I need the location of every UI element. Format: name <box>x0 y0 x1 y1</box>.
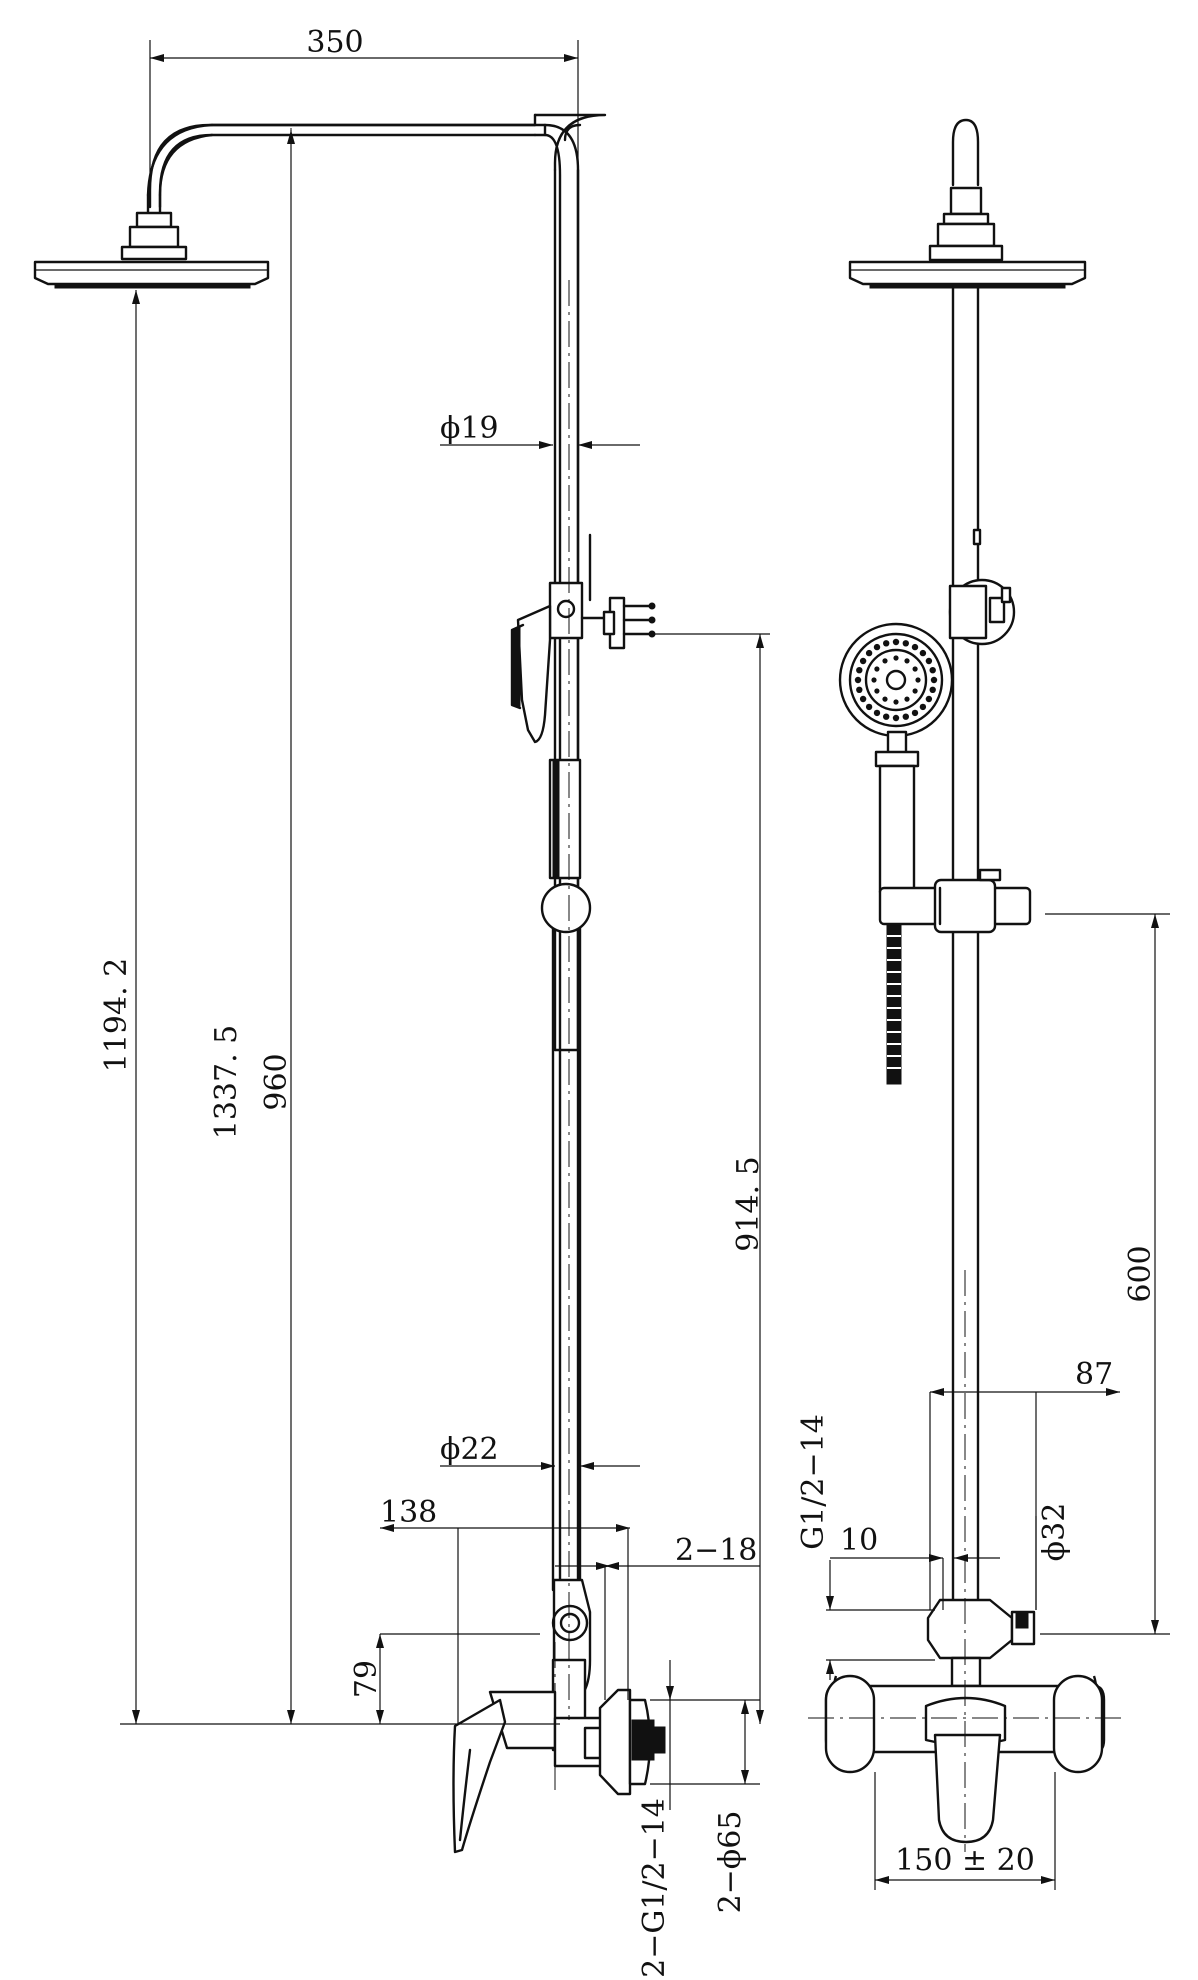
dimension-lines <box>120 40 1170 1890</box>
nozzle-dot <box>902 713 909 720</box>
nozzle-dot <box>893 699 899 705</box>
nozzle-dot <box>929 667 936 674</box>
front-view <box>808 118 1126 1852</box>
valve-side <box>452 1578 666 1854</box>
nozzle-dot <box>915 677 921 683</box>
nozzle-dot <box>865 649 873 657</box>
nozzle-dot <box>911 643 919 651</box>
slider-front <box>878 868 1032 934</box>
nozzle-dot <box>873 709 881 717</box>
dim-2-18: 2−18 <box>675 1533 757 1568</box>
mixer-front <box>824 1674 1106 1844</box>
nozzle-dot <box>904 696 910 702</box>
overhead-arm <box>148 113 607 209</box>
dim-2-phi65: 2−ϕ65 <box>713 1811 748 1914</box>
hand-shower-front <box>838 622 954 1085</box>
rain-head-front <box>848 118 1087 289</box>
rain-head-side <box>33 193 270 289</box>
nozzle-dot <box>893 655 899 661</box>
dim-87: 87 <box>1075 1357 1113 1392</box>
nozzle-dot <box>859 657 867 665</box>
dim-10: 10 <box>840 1523 878 1558</box>
nozzle-dot <box>874 666 880 672</box>
slider-holder-side <box>510 533 656 934</box>
nozzle-dot <box>912 688 918 694</box>
nozzle-dot <box>929 686 936 693</box>
nozzle-dot <box>882 658 888 664</box>
nozzle-dot <box>902 640 909 647</box>
dim-350: 350 <box>306 25 363 60</box>
nozzle-dot <box>865 703 873 711</box>
nozzle-dot <box>874 688 880 694</box>
dim-150: 150 ± 20 <box>895 1843 1035 1878</box>
dim-1194: 1194. 2 <box>99 958 134 1073</box>
lower-connector-front <box>926 1598 1036 1688</box>
dim-phi22: ϕ22 <box>440 1432 499 1467</box>
dim-960: 960 <box>259 1053 294 1110</box>
nozzle-dot <box>911 709 919 717</box>
dim-600: 600 <box>1123 1245 1158 1302</box>
dim-138: 138 <box>380 1495 437 1530</box>
nozzle-dot <box>882 696 888 702</box>
nozzle-dot <box>925 657 933 665</box>
dim-phi32: ϕ32 <box>1037 1503 1072 1562</box>
nozzle-dot <box>919 703 927 711</box>
nozzle-dot <box>912 666 918 672</box>
nozzle-dot <box>919 649 927 657</box>
dimension-labels: 350 1194. 2 1337. 5 960 ϕ19 914. 5 ϕ22 1… <box>99 25 1158 1978</box>
column-front <box>948 286 1016 1602</box>
dim-g12-14: G1/2−14 <box>796 1414 831 1550</box>
nozzle-dot <box>892 714 900 722</box>
dim-phi19: ϕ19 <box>440 411 499 446</box>
nozzle-dot <box>925 695 933 703</box>
side-view <box>33 113 666 1854</box>
dim-914: 914. 5 <box>731 1156 766 1251</box>
nozzle-dot <box>856 686 863 693</box>
nozzle-dot <box>904 658 910 664</box>
column-pipe <box>146 123 582 1592</box>
dim-79: 79 <box>349 1660 384 1698</box>
nozzle-dot <box>856 667 863 674</box>
nozzle-dot <box>892 638 900 646</box>
nozzle-dot <box>859 695 867 703</box>
nozzle-dot <box>871 677 877 683</box>
dim-1337: 1337. 5 <box>209 1025 244 1140</box>
nozzle-dot <box>854 676 862 684</box>
nozzle-dot <box>883 713 890 720</box>
dim-2-g12-14: 2−G1/2−14 <box>637 1798 672 1978</box>
nozzle-dot <box>883 640 890 647</box>
nozzle-dot <box>930 676 938 684</box>
nozzle-dot <box>873 643 881 651</box>
